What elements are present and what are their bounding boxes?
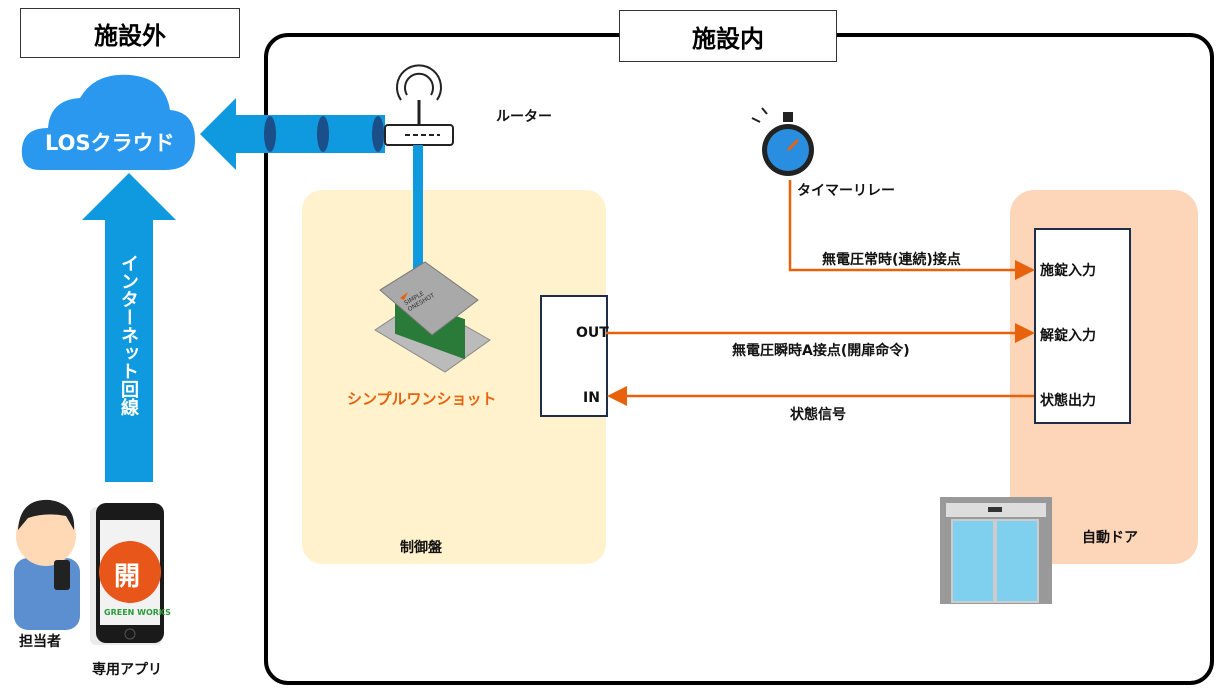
internet-arrow-icon — [82, 173, 176, 482]
door-status-output: 状態出力 — [1040, 393, 1096, 409]
automatic-door-icon — [940, 497, 1052, 604]
inside-header: 施設内 — [619, 10, 837, 62]
signal-unlock: 無電圧瞬時A接点(開扉命令) — [732, 343, 910, 359]
door-input-lock: 施錠入力 — [1040, 263, 1096, 279]
person-icon — [14, 499, 80, 630]
port-in: IN — [583, 390, 600, 406]
device-label: シンプルワンショット — [347, 390, 497, 408]
signal-lock: 無電圧常時(連続)接点 — [822, 252, 961, 268]
io-box — [540, 295, 608, 417]
app-brand: GREEN WORKS — [104, 608, 171, 617]
panel-label: 制御盤 — [400, 540, 442, 556]
port-out: OUT — [576, 325, 609, 341]
door-input-unlock: 解錠入力 — [1040, 328, 1096, 344]
app-label: 専用アプリ — [92, 662, 162, 678]
door-input-box — [1034, 228, 1131, 424]
timer-icon — [751, 107, 814, 176]
cloud-icon — [21, 74, 196, 170]
person-label: 担当者 — [19, 634, 61, 650]
upload-arrow-icon — [200, 98, 385, 170]
router-icon — [384, 64, 454, 146]
cloud-label: LOSクラウド — [45, 131, 175, 155]
signal-status: 状態信号 — [790, 407, 846, 423]
door-label: 自動ドア — [1082, 530, 1138, 546]
phone-icon — [90, 503, 164, 645]
device-icon — [374, 261, 491, 373]
app-open-button[interactable]: 開 — [114, 562, 141, 592]
outside-header: 施設外 — [20, 8, 240, 58]
internet-label: インターネット回線 — [118, 254, 139, 416]
router-label: ルーター — [496, 109, 552, 125]
timer-label: タイマーリレー — [797, 183, 895, 199]
